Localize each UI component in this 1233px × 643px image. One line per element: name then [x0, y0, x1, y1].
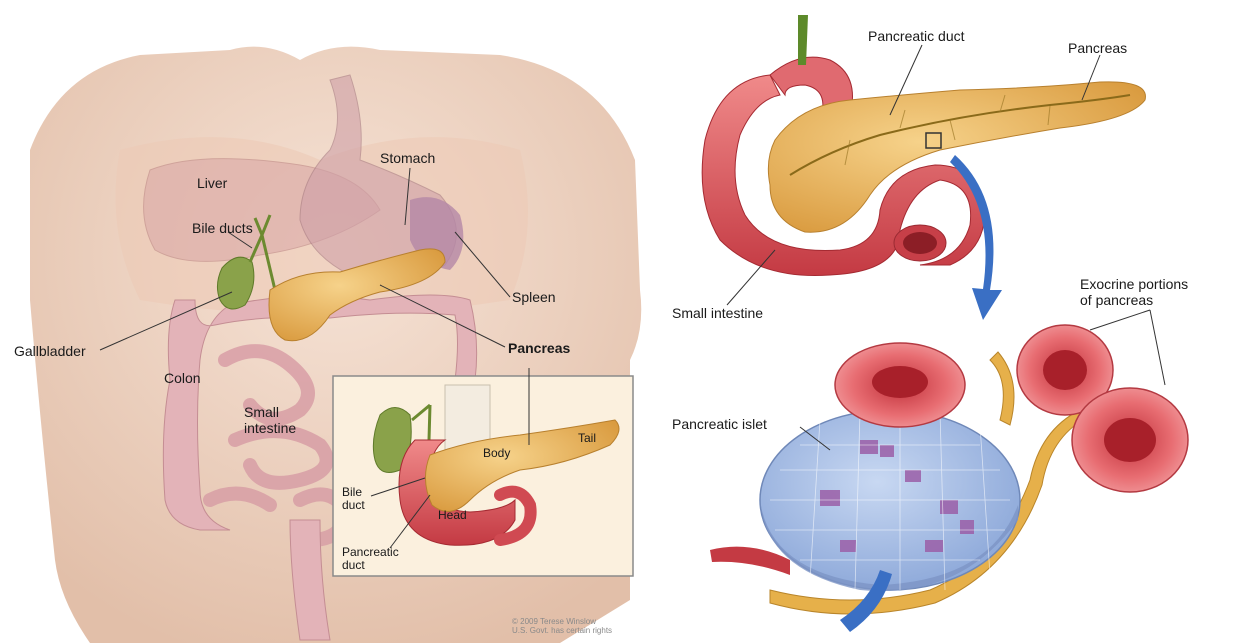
vessel-yellow-2 [990, 352, 1014, 425]
label-spleen: Spleen [512, 289, 556, 305]
label-small-intestine-right: Small intestine [672, 305, 763, 321]
exocrine-acinus-bottom [1072, 388, 1188, 492]
inset-label-tail: Tail [578, 432, 596, 445]
label-gallbladder: Gallbladder [14, 343, 86, 359]
label-bile-ducts: Bile ducts [192, 220, 253, 236]
vessel-red [710, 547, 790, 575]
label-liver: Liver [197, 175, 227, 191]
inset-label-bile-duct: Bile duct [342, 486, 365, 512]
label-stomach: Stomach [380, 150, 435, 166]
exocrine-acinus-left [835, 343, 965, 427]
label-small-intestine: Small intestine [244, 404, 296, 436]
label-pancreas: Pancreas [508, 340, 570, 356]
label-colon: Colon [164, 370, 201, 386]
label-pancreas-right: Pancreas [1068, 40, 1127, 56]
label-pancreatic-duct-right: Pancreatic duct [868, 28, 965, 44]
label-pancreatic-islet: Pancreatic islet [672, 416, 767, 432]
inset-label-body: Body [483, 447, 510, 460]
duodenum-opening-inner [903, 232, 937, 254]
label-exocrine-portions: Exocrine portions of pancreas [1080, 276, 1188, 308]
copyright-credit: © 2009 Terese Winslow U.S. Govt. has cer… [512, 617, 612, 635]
inset-label-pancreatic-duct: Pancreatic duct [342, 546, 399, 572]
islet-illustration [710, 310, 1188, 632]
inset-label-head: Head [438, 509, 467, 522]
pancreas-gross-illustration [702, 15, 1145, 320]
